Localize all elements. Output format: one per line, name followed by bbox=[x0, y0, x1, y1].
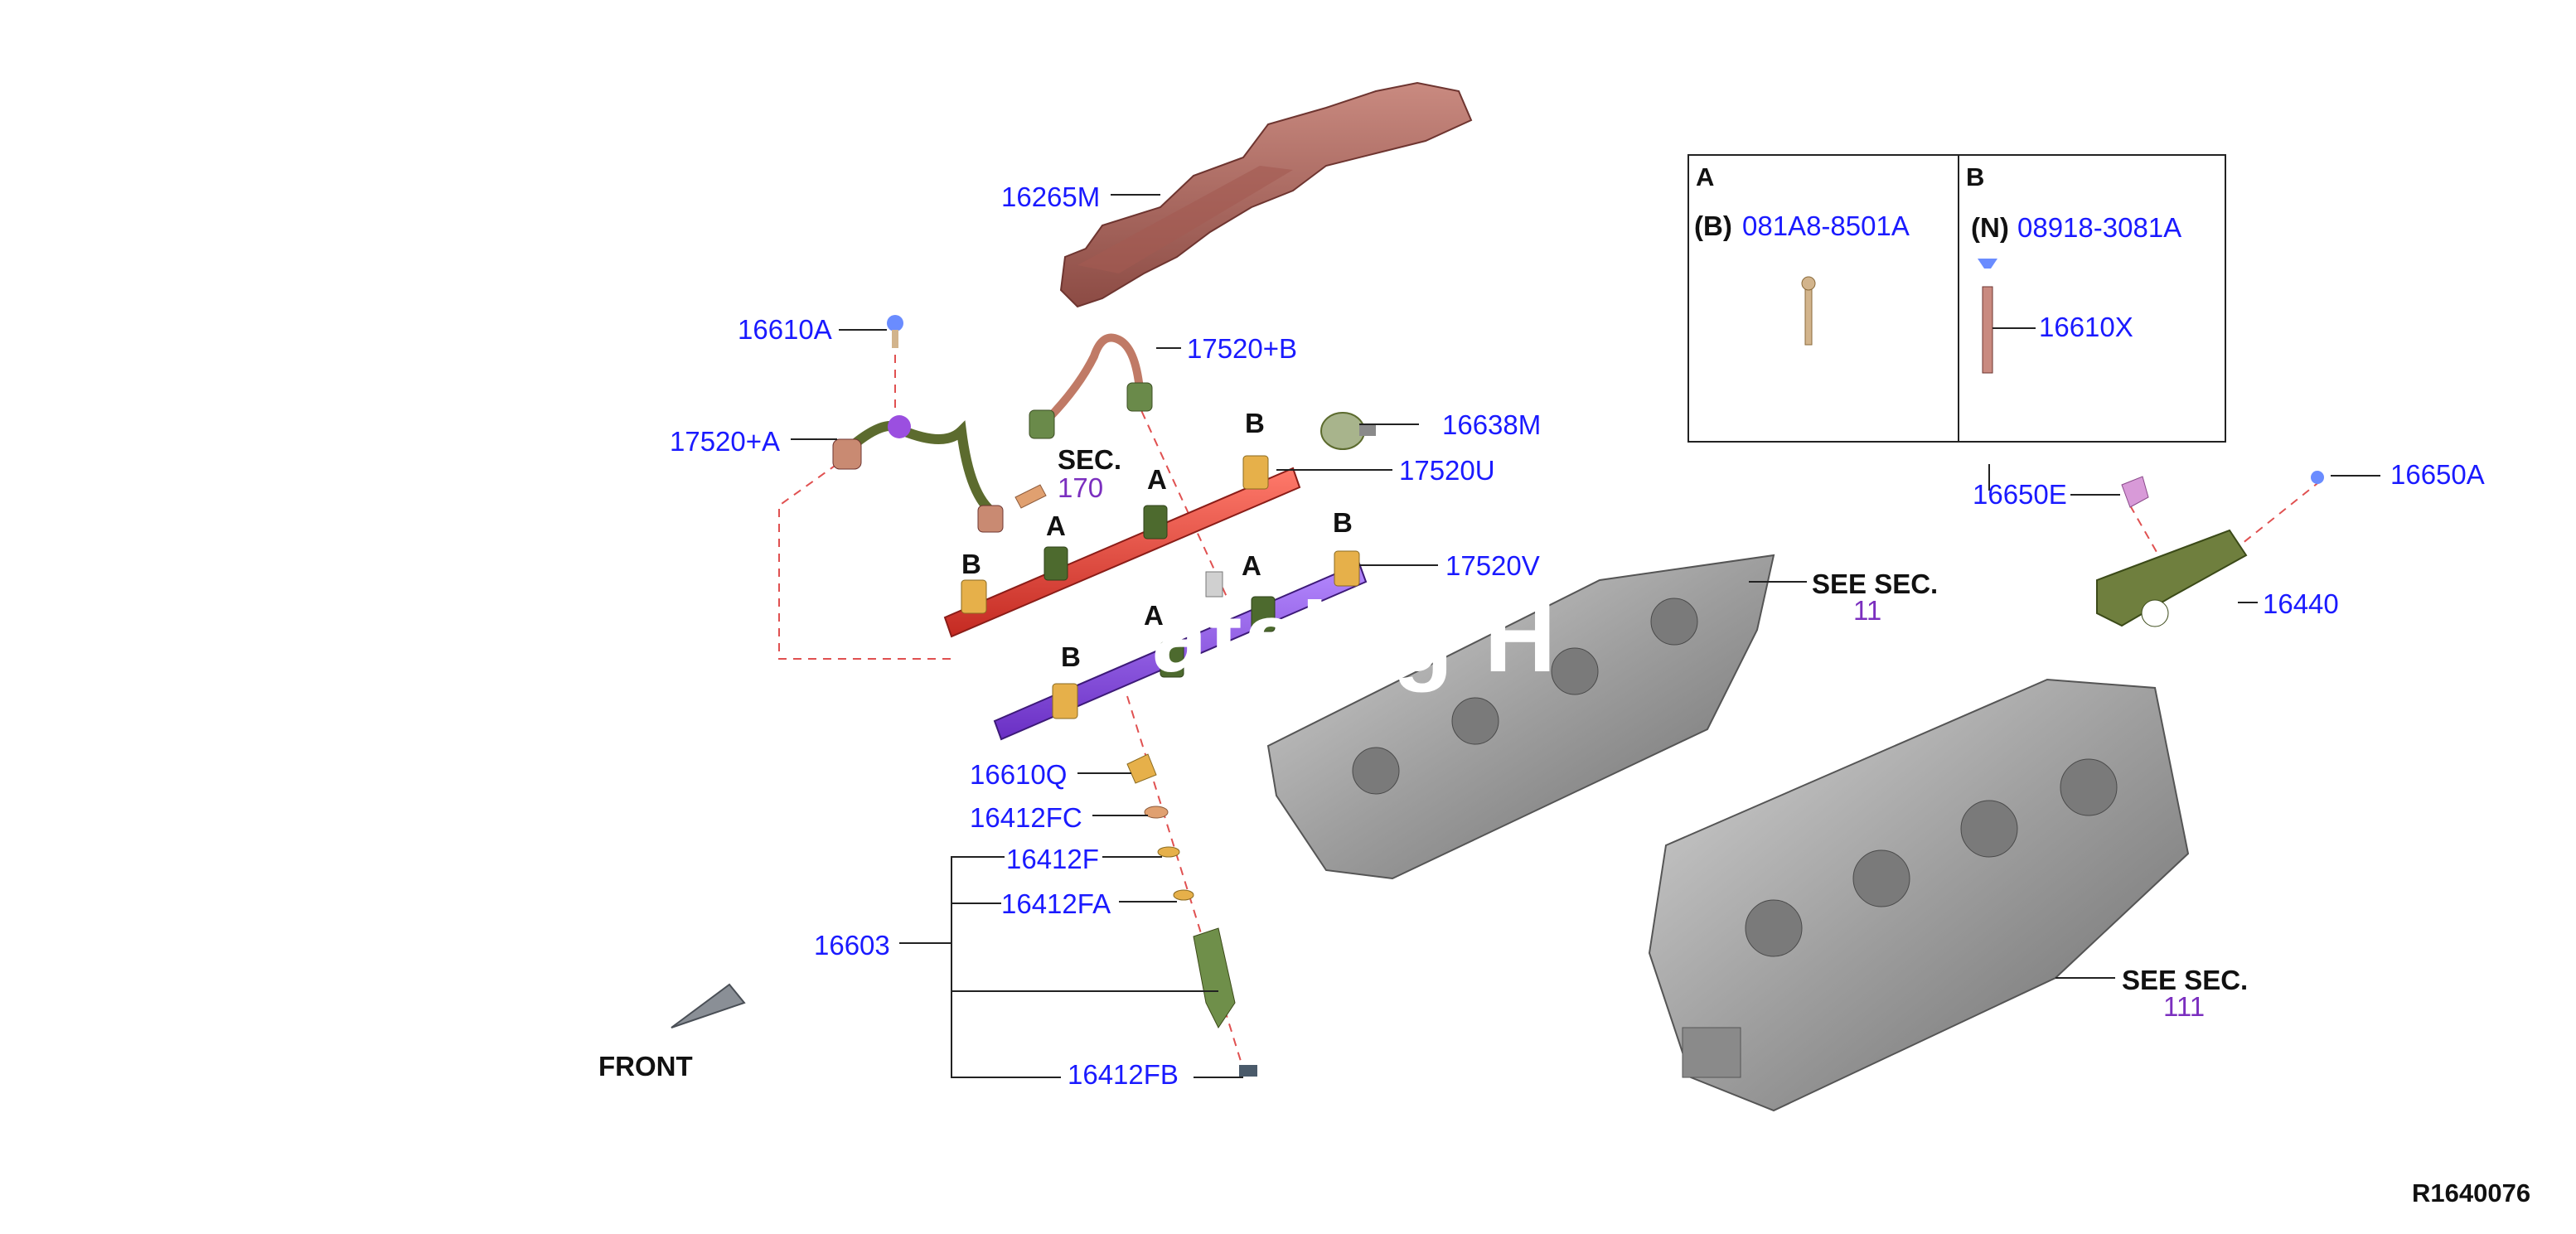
front-arrow-icon bbox=[671, 983, 746, 1028]
callout-letter: A bbox=[1242, 550, 1261, 581]
section-ref-111-title: SEE SEC. bbox=[2122, 965, 2249, 995]
legend-drawings bbox=[1801, 259, 2036, 374]
connector-part bbox=[1014, 484, 1047, 509]
legend-a-letter: A bbox=[1696, 162, 1715, 191]
part-label-16610a[interactable]: 16610A bbox=[738, 314, 832, 345]
part-label-16638m[interactable]: 16638M bbox=[1442, 409, 1542, 440]
clip-part bbox=[2121, 476, 2149, 508]
small-bolt-part bbox=[2311, 471, 2324, 484]
part-label-16603[interactable]: 16603 bbox=[814, 930, 890, 961]
section-ref-11-link[interactable]: 11 bbox=[1853, 595, 1882, 626]
section-ref-170-title: SEC. bbox=[1058, 444, 1122, 475]
callout-letter: A bbox=[1144, 600, 1164, 631]
callout-letter: B bbox=[1333, 507, 1353, 538]
callout-letter: B bbox=[1061, 641, 1081, 672]
part-label-16440[interactable]: 16440 bbox=[2263, 588, 2339, 619]
fuel-rail-lower-part bbox=[993, 550, 1368, 741]
legend-b-letter: B bbox=[1966, 162, 1985, 191]
pressure-sensor-part bbox=[1320, 412, 1376, 450]
legend-b-sub-part[interactable]: 16610X bbox=[2039, 312, 2133, 342]
section-ref-11-title: SEE SEC. bbox=[1812, 569, 1939, 599]
callout-letter: B bbox=[961, 549, 981, 579]
callout-letter: A bbox=[1147, 464, 1167, 495]
legend-b-part[interactable]: 08918-3081A bbox=[2017, 212, 2182, 243]
bolt-part bbox=[887, 315, 903, 348]
legend-a-prefix: (B) bbox=[1694, 211, 1732, 241]
leader-lines bbox=[791, 194, 2380, 1078]
part-label-16650e[interactable]: 16650E bbox=[1973, 479, 2067, 510]
section-ref-111-link[interactable]: 111 bbox=[2163, 991, 2206, 1022]
cylinder-head-lower-part bbox=[1648, 678, 2190, 1112]
legend-divider bbox=[1958, 156, 1959, 441]
part-label-16412f[interactable]: 16412F bbox=[1006, 844, 1099, 874]
watermark-text: atalog H bbox=[1152, 582, 1558, 693]
part-label-16412fa[interactable]: 16412FA bbox=[1001, 888, 1111, 919]
injector-stack-parts bbox=[1126, 753, 1257, 1077]
callout-letter: B bbox=[1245, 408, 1265, 438]
part-label-17520a[interactable]: 17520+A bbox=[670, 426, 781, 457]
callout-letter: A bbox=[1046, 511, 1066, 541]
cylinder-head-upper-part bbox=[1266, 554, 1775, 880]
part-label-16610q[interactable]: 16610Q bbox=[970, 759, 1068, 790]
bracket-part bbox=[2096, 529, 2248, 627]
fuel-pipe-b-part bbox=[1029, 333, 1153, 439]
part-label-16265m[interactable]: 16265M bbox=[1001, 181, 1101, 212]
legend-a-part[interactable]: 081A8-8501A bbox=[1742, 211, 1910, 241]
part-label-16412fc[interactable]: 16412FC bbox=[970, 802, 1082, 833]
part-label-16412fb[interactable]: 16412FB bbox=[1068, 1059, 1179, 1090]
fuel-rail-upper-part bbox=[943, 455, 1301, 638]
part-label-16650a[interactable]: 16650A bbox=[2390, 459, 2485, 490]
engine-cover-part bbox=[1059, 81, 1473, 308]
front-label: FRONT bbox=[598, 1051, 693, 1082]
fuel-pipe-a-part bbox=[832, 415, 1004, 533]
part-label-17520v[interactable]: 17520V bbox=[1445, 550, 1540, 581]
part-label-17520u[interactable]: 17520U bbox=[1399, 455, 1495, 486]
fastener-legend bbox=[1687, 154, 2226, 443]
diagram-id: R1640076 bbox=[2412, 1178, 2531, 1207]
part-label-17520b[interactable]: 17520+B bbox=[1187, 333, 1298, 364]
section-ref-170-link[interactable]: 170 bbox=[1058, 472, 1104, 503]
legend-b-prefix: (N) bbox=[1971, 212, 2009, 243]
